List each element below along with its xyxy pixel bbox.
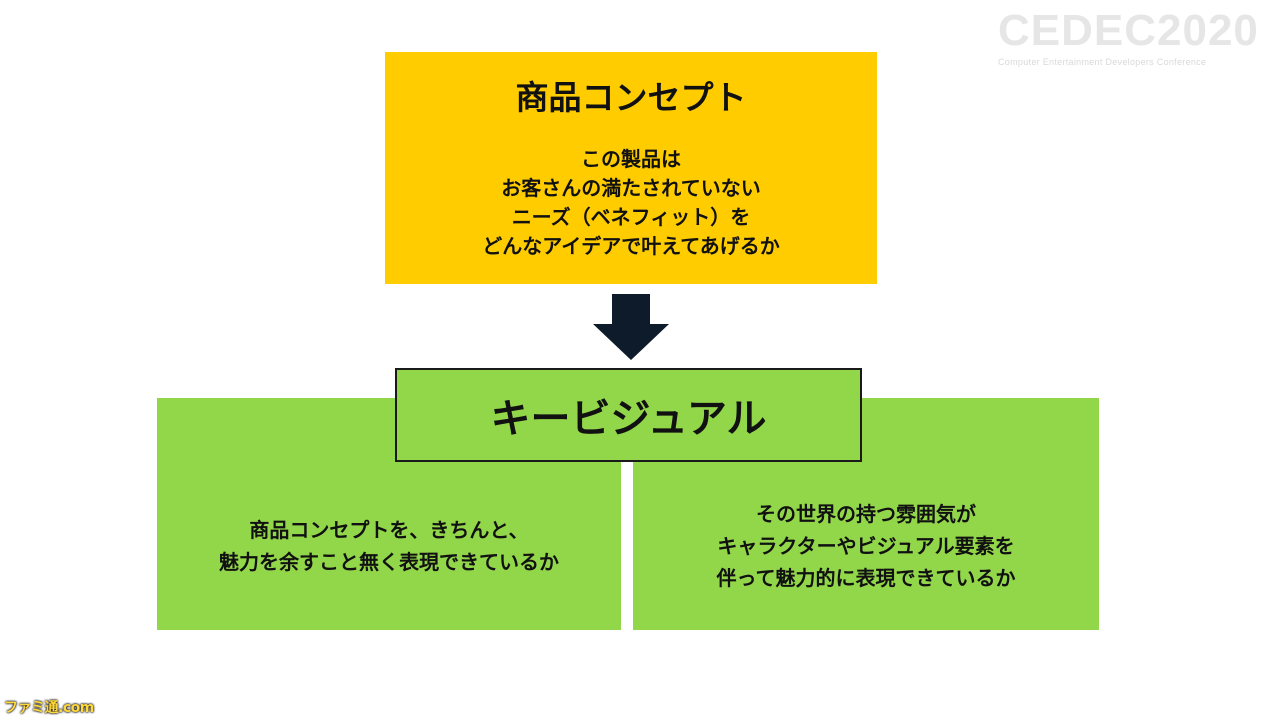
key-visual-title: キービジュアル: [490, 396, 767, 442]
concept-line: この製品は: [581, 147, 681, 171]
logo-title: CEDEC2020: [998, 6, 1259, 55]
panel-line: キャラクターやビジュアル要素を: [717, 534, 1015, 558]
concept-line: ニーズ（ベネフィット）を: [511, 205, 751, 229]
panel-line: 魅力を余すこと無く表現できているか: [219, 550, 559, 574]
key-visual-box: キービジュアル: [395, 368, 862, 462]
product-concept-description: この製品は お客さんの満たされていない ニーズ（ベネフィット）を どんなアイデア…: [385, 145, 877, 261]
cedec-logo: CEDEC2020 Computer Entertainment Develop…: [998, 8, 1260, 70]
panel-line: 商品コンセプトを、きちんと、: [249, 518, 529, 542]
concept-line: どんなアイデアで叶えてあげるか: [482, 234, 780, 258]
concept-line: お客さんの満たされていない: [501, 176, 761, 200]
panel-line: その世界の持つ雰囲気が: [756, 502, 976, 526]
site-watermark: ファミ通.com: [4, 700, 94, 716]
right-criteria-panel: その世界の持つ雰囲気が キャラクターやビジュアル要素を 伴って魅力的に表現できて…: [633, 398, 1099, 630]
down-arrow-icon: [593, 294, 669, 360]
panel-line: 伴って魅力的に表現できているか: [716, 566, 1016, 590]
product-concept-title: 商品コンセプト: [515, 78, 747, 117]
product-concept-box: 商品コンセプト この製品は お客さんの満たされていない ニーズ（ベネフィット）を…: [385, 52, 877, 284]
logo-subtitle: Computer Entertainment Developers Confer…: [998, 57, 1207, 67]
